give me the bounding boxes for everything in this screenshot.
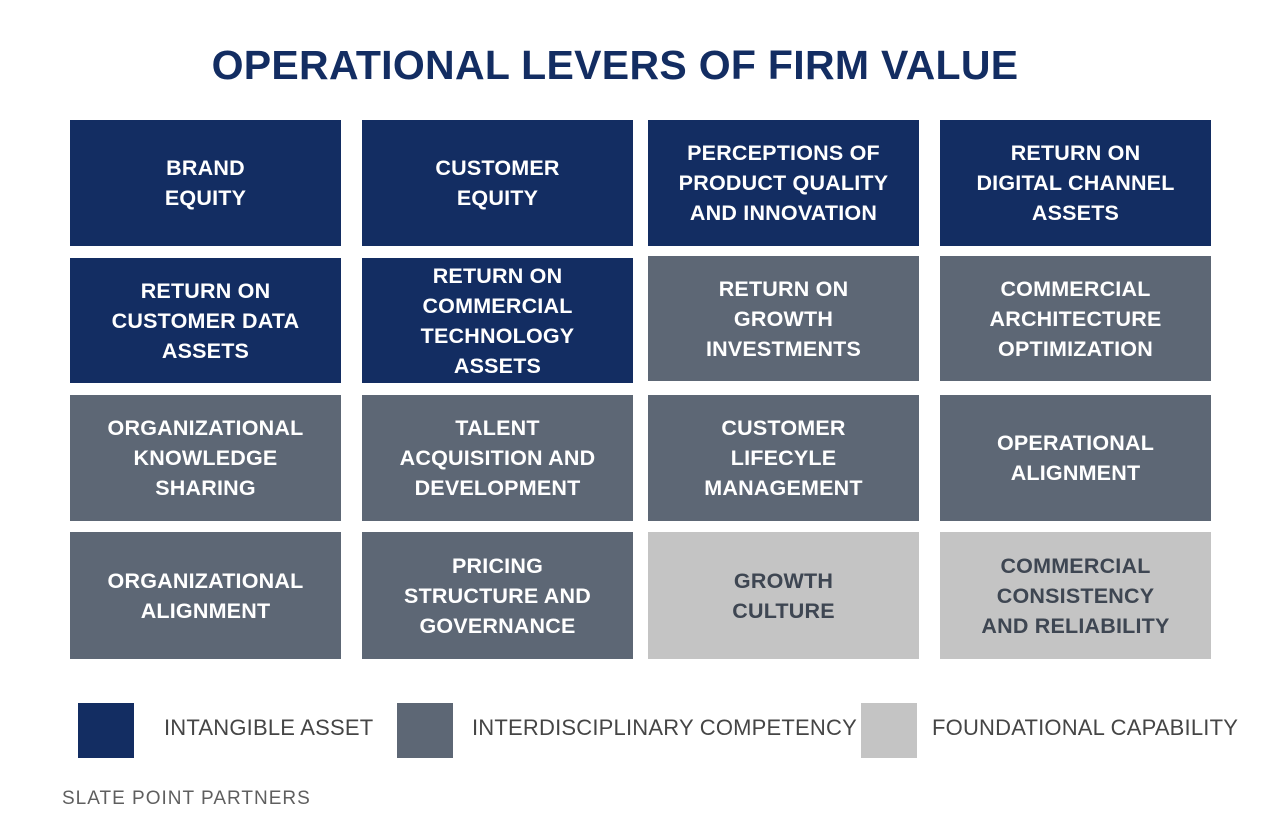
legend-swatch-intangible bbox=[78, 703, 134, 758]
legend-swatch-foundational bbox=[861, 703, 917, 758]
legend-label-foundational: FOUNDATIONAL CAPABILITY bbox=[932, 715, 1239, 740]
legend-label-interdisciplinary: INTERDISCIPLINARY COMPETENCY bbox=[472, 715, 857, 740]
tile-return-on-customer-data-assets: RETURN ON CUSTOMER DATA ASSETS bbox=[70, 258, 341, 383]
tile-return-on-digital-channel-assets: RETURN ON DIGITAL CHANNEL ASSETS bbox=[940, 120, 1211, 246]
tile-label: GROWTH CULTURE bbox=[732, 568, 835, 623]
tile-commercial-consistency-and-reliability: COMMERCIAL CONSISTENCY AND RELIABILITY bbox=[940, 532, 1211, 659]
tile-return-on-growth-investments: RETURN ON GROWTH INVESTMENTS bbox=[648, 256, 919, 381]
tile-pricing-structure-and-governance: PRICING STRUCTURE AND GOVERNANCE bbox=[362, 532, 633, 659]
tile-return-on-commercial-technology-assets: RETURN ON COMMERCIAL TECHNOLOGY ASSETS bbox=[362, 258, 633, 383]
tile-perceptions-of-product-quality: PERCEPTIONS OF PRODUCT QUALITY AND INNOV… bbox=[648, 120, 919, 246]
page-title: OPERATIONAL LEVERS OF FIRM VALUE bbox=[211, 42, 1019, 88]
tile-growth-culture: GROWTH CULTURE bbox=[648, 532, 919, 659]
tile-label: ORGANIZATIONAL ALIGNMENT bbox=[107, 568, 304, 623]
legend-swatch-interdisciplinary bbox=[397, 703, 453, 758]
tile-label: PERCEPTIONS OF PRODUCT QUALITY AND INNOV… bbox=[678, 141, 889, 225]
tile-label: PRICING STRUCTURE AND GOVERNANCE bbox=[404, 553, 591, 638]
tile-brand-equity: BRAND EQUITY bbox=[70, 120, 341, 246]
tile-label: COMMERCIAL ARCHITECTURE OPTIMIZATION bbox=[989, 276, 1162, 361]
tile-label: ORGANIZATIONAL KNOWLEDGE SHARING bbox=[107, 416, 304, 500]
tile-label: RETURN ON COMMERCIAL TECHNOLOGY ASSETS bbox=[420, 263, 575, 378]
tile-organizational-knowledge-sharing: ORGANIZATIONAL KNOWLEDGE SHARING bbox=[70, 395, 341, 521]
tile-label: RETURN ON DIGITAL CHANNEL ASSETS bbox=[976, 141, 1175, 225]
tile-talent-acquisition-and-development: TALENT ACQUISITION AND DEVELOPMENT bbox=[362, 395, 633, 521]
legend-label-intangible: INTANGIBLE ASSET bbox=[164, 715, 374, 740]
tile-label: BRAND EQUITY bbox=[164, 156, 247, 210]
tile-commercial-architecture-optimization: COMMERCIAL ARCHITECTURE OPTIMIZATION bbox=[940, 256, 1211, 381]
tile-organizational-alignment: ORGANIZATIONAL ALIGNMENT bbox=[70, 532, 341, 659]
tile-label: OPERATIONAL ALIGNMENT bbox=[996, 431, 1155, 485]
footer-brand: SLATE POINT PARTNERS bbox=[62, 788, 311, 809]
tile-label: TALENT ACQUISITION AND DEVELOPMENT bbox=[399, 416, 596, 500]
tile-label: CUSTOMER EQUITY bbox=[435, 156, 560, 210]
tile-label: CUSTOMER LIFECYLE MANAGEMENT bbox=[704, 416, 863, 500]
tile-label: COMMERCIAL CONSISTENCY AND RELIABILITY bbox=[981, 553, 1170, 638]
tile-customer-lifecycle-management: CUSTOMER LIFECYLE MANAGEMENT bbox=[648, 395, 919, 521]
tile-label: RETURN ON CUSTOMER DATA ASSETS bbox=[111, 278, 300, 363]
tile-customer-equity: CUSTOMER EQUITY bbox=[362, 120, 633, 246]
tile-label: RETURN ON GROWTH INVESTMENTS bbox=[705, 276, 862, 361]
tile-operational-alignment: OPERATIONAL ALIGNMENT bbox=[940, 395, 1211, 521]
